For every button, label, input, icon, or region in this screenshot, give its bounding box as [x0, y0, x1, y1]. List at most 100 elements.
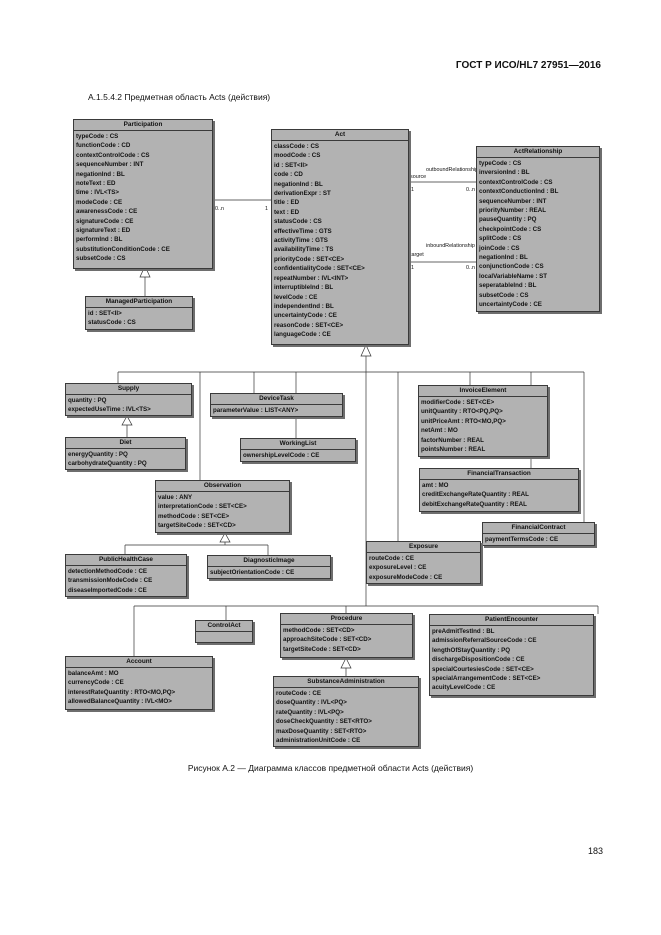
class-name: Diet [66, 438, 185, 449]
class-name: WorkingList [241, 439, 355, 450]
class-attribute: pointsNumber : REAL [421, 446, 486, 454]
class-name: DiagnosticImage [208, 556, 330, 567]
class-attribute: expectedUseTime : IVL<TS> [68, 406, 151, 414]
class-attribute: specialCourtesiesCode : SET<CE> [432, 665, 534, 673]
class-attribute: conjunctionCode : CS [479, 263, 544, 271]
participation-mult-right: 1 [265, 206, 268, 212]
class-attribute: title : ED [274, 199, 300, 207]
class-attribute: dischargeDispositionCode : CE [432, 656, 525, 664]
class-attribute: balanceAmt : MO [68, 670, 119, 677]
class-attribute: moodCode : CS [274, 152, 321, 160]
class-attribute: derivationExpr : ST [274, 190, 331, 198]
class-attribute: statusCode : CS [274, 218, 322, 226]
class-attribute: sequenceNumber : INT [479, 197, 547, 205]
class-attributes: subjectOrientationCode : CE [208, 567, 330, 577]
class-attribute: uncertaintyCode : CE [479, 301, 542, 309]
class-attribute: doseQuantity : IVL<PQ> [276, 699, 347, 707]
class-attribute: contextControlCode : CS [76, 151, 150, 159]
class-attribute: languageCode : CE [274, 331, 331, 339]
class-attribute: statusCode : CS [88, 319, 136, 327]
class-name: DeviceTask [211, 394, 342, 405]
class-attribute: parameterValue : LIST<ANY> [213, 407, 299, 414]
class-attribute: value : ANY [158, 494, 193, 501]
class-working-list: WorkingList ownershipLevelCode : CE [240, 438, 356, 462]
class-attribute: independentInd : BL [274, 302, 334, 310]
class-name: FinancialContract [483, 523, 594, 534]
class-attribute: preAdmitTestInd : BL [432, 628, 495, 635]
class-attribute: admissionReferralSourceCode : CE [432, 637, 537, 645]
class-attribute: methodCode : SET<CE> [158, 512, 230, 520]
class-attribute: splitCode : CS [479, 235, 522, 243]
class-attribute: contextConductionInd : BL [479, 188, 559, 196]
class-name: ManagedParticipation [86, 297, 192, 308]
class-attribute: id : SET<II> [88, 310, 122, 317]
class-attribute: paymentTermsCode : CE [485, 536, 559, 543]
class-attributes: id : SET<II> statusCode : CS [86, 308, 192, 328]
class-name: Participation [74, 120, 212, 131]
class-attributes [196, 632, 252, 633]
class-attribute: debitExchangeRateQuantity : REAL [422, 500, 527, 508]
class-control-act: ControlAct [195, 620, 253, 643]
class-attribute: maxDoseQuantity : SET<RTO> [276, 727, 367, 735]
class-attribute: text : ED [274, 208, 300, 216]
class-attributes: methodCode : SET<CD>approachSiteCode : S… [281, 625, 412, 654]
class-attribute: pauseQuantity : PQ [479, 216, 537, 224]
inbound-mult-right: 0..n [466, 265, 475, 271]
class-attribute: carbohydrateQuantity : PQ [68, 460, 147, 468]
class-attribute: uncertaintyCode : CE [274, 312, 337, 320]
class-managed-participation: ManagedParticipation id : SET<II> statusCo… [85, 296, 193, 330]
class-attribute: routeCode : CE [369, 555, 415, 562]
class-attribute: ownershipLevelCode : CE [243, 452, 320, 459]
outbound-end: source [410, 174, 426, 180]
class-attribute: diseaseImportedCode : CE [68, 586, 147, 594]
class-attribute: priorityCode : SET<CE> [274, 255, 345, 263]
class-attributes: paymentTermsCode : CE [483, 534, 594, 544]
class-device-task: DeviceTask parameterValue : LIST<ANY> [210, 393, 343, 417]
class-attributes: ownershipLevelCode : CE [241, 450, 355, 460]
class-attribute: id : SET<II> [274, 161, 308, 169]
class-attribute: energyQuantity : PQ [68, 451, 128, 458]
class-attribute: acuityLevelCode : CE [432, 684, 496, 692]
class-attribute: interpretationCode : SET<CE> [158, 503, 247, 511]
class-attribute: activityTime : GTS [274, 237, 328, 245]
class-attribute: effectiveTime : GTS [274, 227, 332, 235]
class-attribute: signatureText : ED [76, 227, 131, 235]
class-attributes: preAdmitTestInd : BL admissionReferralSou… [430, 626, 593, 693]
class-attribute: transmissionModeCode : CE [68, 577, 153, 585]
class-attributes: value : ANY interpretationCode : SET<CE>m… [156, 492, 289, 531]
class-name: ControlAct [196, 621, 252, 632]
class-name: Account [66, 657, 212, 668]
class-attribute: awarenessCode : CE [76, 208, 138, 216]
class-attribute: specialArrangementCode : SET<CE> [432, 675, 541, 683]
class-name: Act [272, 130, 408, 141]
class-attribute: unitQuantity : RTO<PQ,PQ> [421, 408, 503, 416]
class-attribute: subsetCode : CS [76, 255, 126, 263]
class-attribute: unitPriceAmt : RTO<MO,PQ> [421, 417, 506, 425]
class-attribute: administrationUnitCode : CE [276, 737, 361, 745]
class-attribute: factorNumber : REAL [421, 436, 484, 444]
class-attribute: contextControlCode : CS [479, 178, 553, 186]
class-attributes: energyQuantity : PQ carbohydrateQuantity … [66, 449, 185, 469]
class-attribute: lengthOfStayQuantity : PQ [432, 646, 511, 654]
class-attribute: allowedBalanceQuantity : IVL<MO> [68, 698, 172, 706]
class-attribute: exposureLevel : CE [369, 564, 427, 572]
outbound-mult-left: 1 [411, 187, 414, 193]
class-attribute: functionCode : CD [76, 142, 131, 150]
